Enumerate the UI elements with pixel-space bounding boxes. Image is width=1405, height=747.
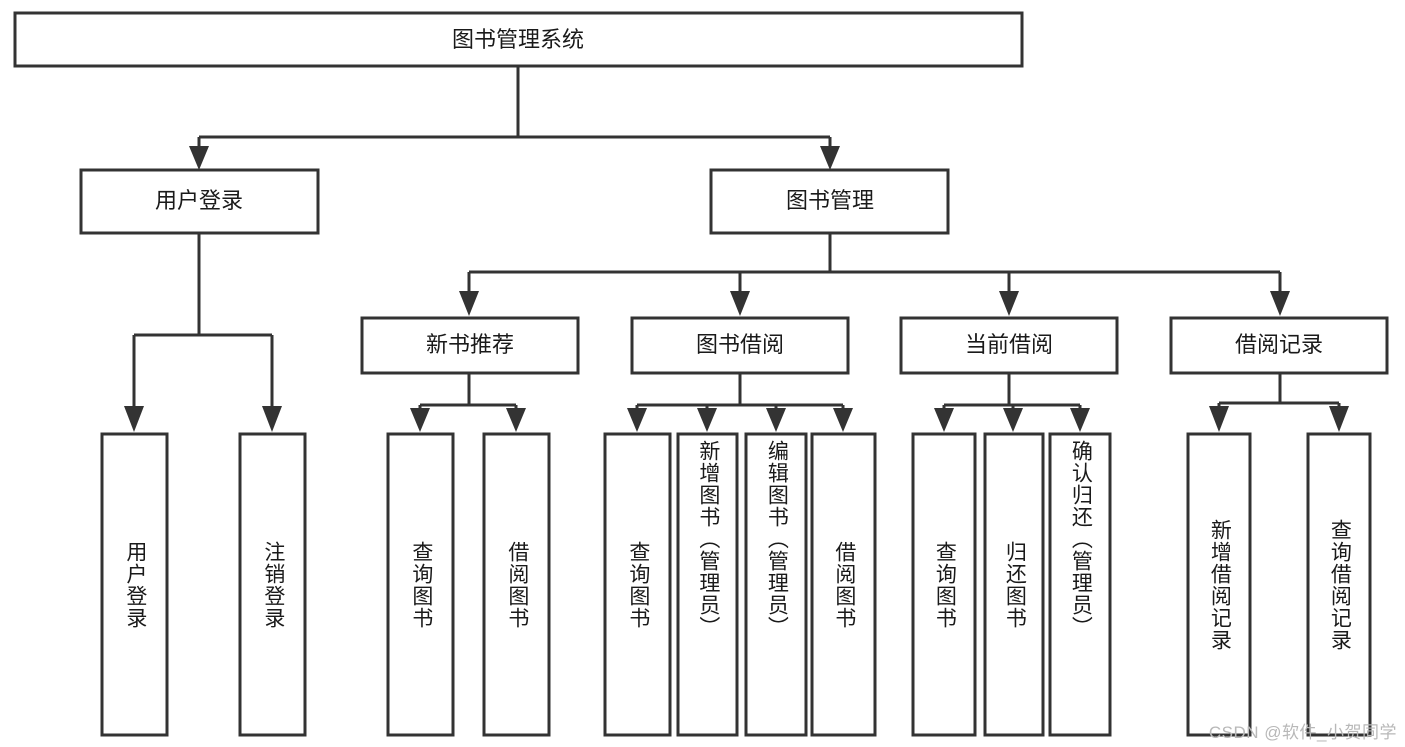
leaf-box-add-record[interactable]: [1186, 432, 1252, 737]
leaf-box-logout[interactable]: [238, 432, 307, 737]
arrow-head-current-borrow: [999, 291, 1019, 316]
node-level3-book-borrow-box[interactable]: [630, 316, 850, 375]
node-level3-borrow-record-box[interactable]: [1169, 316, 1389, 375]
arrow-head-br-leaf-2: [1329, 406, 1349, 432]
arrow-head-bb-leaf-1: [627, 408, 647, 432]
arrow-head-user-login: [189, 146, 209, 170]
node-level3-book-borrow-label: 图书借阅: [696, 332, 784, 357]
arrow-head-bb-leaf-4: [833, 408, 853, 432]
node-level3-current-borrow-box[interactable]: [899, 316, 1119, 375]
arrow-head-new-book-rec: [459, 291, 479, 316]
leaf-box-confirm-return[interactable]: [1048, 432, 1112, 737]
node-level2-book-mgmt-box[interactable]: [709, 168, 950, 235]
node-level3-borrow-record-label: 借阅记录: [1235, 332, 1323, 357]
node-root-label: 图书管理系统: [452, 27, 584, 52]
leaf-box-return-book[interactable]: [983, 432, 1045, 737]
arrow-head-borrow-record: [1270, 291, 1290, 316]
node-root-box[interactable]: [13, 11, 1024, 68]
arrow-head-cb-leaf-2: [1003, 408, 1023, 432]
arrow-head-nbr-leaf-2: [506, 408, 526, 432]
connector-group-new-book-rec: [410, 373, 526, 432]
connector-group-current-borrow: [934, 373, 1090, 432]
leaf-box-query-book-3[interactable]: [911, 432, 977, 737]
arrow-head-cb-leaf-3: [1070, 408, 1090, 432]
arrow-head-book-borrow: [730, 291, 750, 316]
node-level3-book-borrow[interactable]: 图书借阅: [630, 316, 850, 375]
arrow-head-br-leaf-1: [1209, 406, 1229, 432]
connector-group-book-mgmt: [459, 233, 1290, 316]
arrow-head-bb-leaf-3: [766, 408, 786, 432]
node-level2-user-login-label: 用户登录: [155, 188, 243, 213]
connector-group-borrow-record: [1209, 373, 1349, 432]
leaf-box-group: [100, 432, 1372, 737]
node-level3-new-book-rec-label: 新书推荐: [426, 332, 514, 357]
arrow-head-cb-leaf-1: [934, 408, 954, 432]
arrow-head-bb-leaf-2: [697, 408, 717, 432]
arrow-head-nbr-leaf-1: [410, 408, 430, 432]
node-level3-borrow-record[interactable]: 借阅记录: [1169, 316, 1389, 375]
node-level3-new-book-rec-box[interactable]: [360, 316, 580, 375]
leaf-box-edit-book-admin[interactable]: [744, 432, 808, 737]
node-level2-book-mgmt[interactable]: 图书管理: [709, 168, 950, 235]
node-level3-current-borrow-label: 当前借阅: [965, 332, 1053, 357]
arrow-head-book-mgmt: [820, 146, 840, 170]
node-level2-user-login-box[interactable]: [79, 168, 320, 235]
leaf-box-user-login[interactable]: [100, 432, 169, 737]
leaf-box-query-book-2[interactable]: [603, 432, 672, 737]
arrow-head-leaf-logout: [262, 406, 282, 432]
node-level2-user-login[interactable]: 用户登录: [79, 168, 320, 235]
connector-group-root: [189, 66, 840, 170]
arrow-head-leaf-user-login: [124, 406, 144, 432]
node-root[interactable]: 图书管理系统: [13, 11, 1024, 68]
node-level2-book-mgmt-label: 图书管理: [786, 188, 874, 213]
leaf-box-query-book-1[interactable]: [386, 432, 455, 737]
leaf-box-query-record[interactable]: [1306, 432, 1372, 737]
csdn-watermark: CSDN @软件_小贺同学: [1208, 723, 1397, 742]
node-level3-new-book-rec[interactable]: 新书推荐: [360, 316, 580, 375]
node-level3-current-borrow[interactable]: 当前借阅: [899, 316, 1119, 375]
connector-group-user-login: [124, 233, 282, 432]
leaf-box-add-book-admin[interactable]: [676, 432, 739, 737]
leaf-box-borrow-book-2[interactable]: [810, 432, 877, 737]
connector-group-book-borrow: [627, 373, 853, 432]
leaf-box-borrow-book-1[interactable]: [482, 432, 551, 737]
